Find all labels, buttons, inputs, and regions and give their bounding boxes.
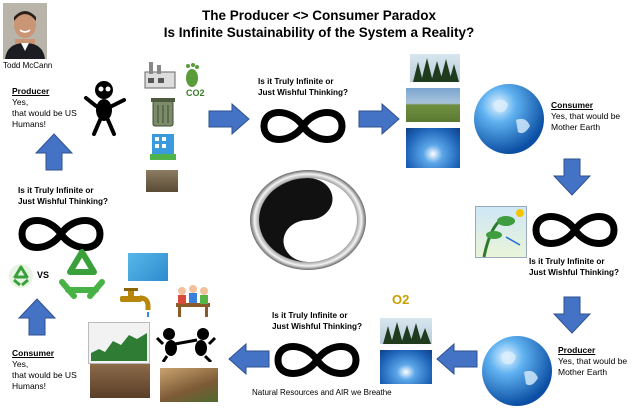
recycle-icon-small — [8, 263, 34, 289]
vs-label: VS — [37, 270, 50, 280]
consumer-us-line2: that would be US — [12, 370, 77, 380]
yin-yang-icon — [248, 168, 368, 272]
trash-can-icon — [150, 95, 176, 127]
producer-us-line3: Humans! — [12, 119, 47, 129]
title-line-2: Is Infinite Sustainability of the System… — [163, 25, 475, 40]
producer-earth-heading: Producer — [558, 345, 596, 355]
arrow-left-1 — [228, 343, 270, 375]
consumer-us-label: Consumer Yes, that would be US Humans! — [12, 348, 90, 392]
question-top-line2: Just Wishful Thinking? — [258, 88, 348, 97]
consumer-earth-line1: Yes, that would be — [551, 111, 621, 121]
consumer-earth-label: Consumer Yes, that would be Mother Earth — [551, 100, 637, 133]
author-name: Todd McCann — [3, 61, 53, 70]
question-bottom: Is it Truly Infinite or Just Wishful Thi… — [272, 310, 382, 332]
producer-earth-label: Producer Yes, that would be Mother Earth — [558, 345, 638, 378]
o2-label: O2 — [392, 292, 410, 307]
water-drop-photo-bottom — [380, 350, 432, 384]
earth-globe-bottom — [480, 334, 554, 408]
photosynthesis-diagram — [475, 206, 527, 258]
infinity-icon-top — [258, 104, 348, 148]
family-dinner-icon — [172, 281, 214, 317]
question-left: Is it Truly Infinite or Just Wishful Thi… — [18, 185, 128, 207]
consumer-us-line3: Humans! — [12, 381, 47, 391]
question-left-line1: Is it Truly Infinite or — [18, 186, 94, 195]
landfill-photo — [146, 170, 178, 192]
arrow-left-2 — [436, 343, 478, 375]
graph-thumbnail — [88, 322, 150, 364]
title-line-1: The Producer <> Consumer Paradox — [201, 8, 437, 23]
mining-photo — [160, 368, 218, 402]
question-right-line1: Is it Truly Infinite or — [529, 257, 605, 266]
producer-earth-line2: Mother Earth — [558, 367, 608, 377]
landscape-photo — [406, 88, 460, 122]
arrow-up-1 — [35, 133, 73, 171]
footprint-icon — [182, 62, 202, 88]
infinity-icon-bottom — [272, 338, 362, 382]
producer-us-label: Producer Yes, that would be US Humans! — [12, 86, 92, 130]
question-right-line2: Just Wishful Thinking? — [529, 268, 619, 277]
producer-earth-line1: Yes, that would be — [558, 356, 628, 366]
natural-resources-caption: Natural Resources and AIR we Breathe — [252, 388, 392, 397]
water-splash-photo — [128, 253, 168, 281]
infinity-icon-left — [16, 212, 106, 256]
producer-us-heading: Producer — [12, 86, 50, 96]
consumer-earth-heading: Consumer — [551, 100, 594, 110]
question-bottom-line2: Just Wishful Thinking? — [272, 322, 362, 331]
question-top: Is it Truly Infinite or Just Wishful Thi… — [258, 76, 368, 98]
consumer-us-heading: Consumer — [12, 348, 55, 358]
recycle-icon-large — [54, 246, 110, 302]
arrow-up-2 — [18, 298, 56, 336]
arrow-right-1 — [208, 103, 250, 135]
water-drop-photo — [406, 128, 460, 168]
infinity-icon-right — [528, 208, 622, 252]
question-right: Is it Truly Infinite or Just Wishful Thi… — [529, 256, 637, 278]
arrow-down-2 — [553, 296, 591, 334]
co2-label: CO2 — [186, 88, 205, 98]
faucet-icon — [118, 288, 152, 318]
stick-figure-icon — [80, 78, 130, 138]
building-icon — [150, 130, 176, 160]
question-left-line2: Just Wishful Thinking? — [18, 197, 108, 206]
forest-photo — [410, 54, 460, 82]
deforestation-photo — [90, 364, 150, 398]
producer-us-line2: that would be US — [12, 108, 77, 118]
arrow-right-2 — [358, 103, 400, 135]
stick-figures-fighting-icon — [155, 326, 219, 362]
factory-icon — [143, 60, 179, 90]
consumer-earth-line2: Mother Earth — [551, 122, 601, 132]
producer-us-line1: Yes, — [12, 97, 29, 107]
consumer-us-line1: Yes, — [12, 359, 29, 369]
question-top-line1: Is it Truly Infinite or — [258, 77, 334, 86]
question-bottom-line1: Is it Truly Infinite or — [272, 311, 348, 320]
author-photo — [3, 3, 47, 59]
forest-photo-bottom — [380, 318, 432, 344]
earth-globe-top — [472, 82, 546, 156]
arrow-down-1 — [553, 158, 591, 196]
